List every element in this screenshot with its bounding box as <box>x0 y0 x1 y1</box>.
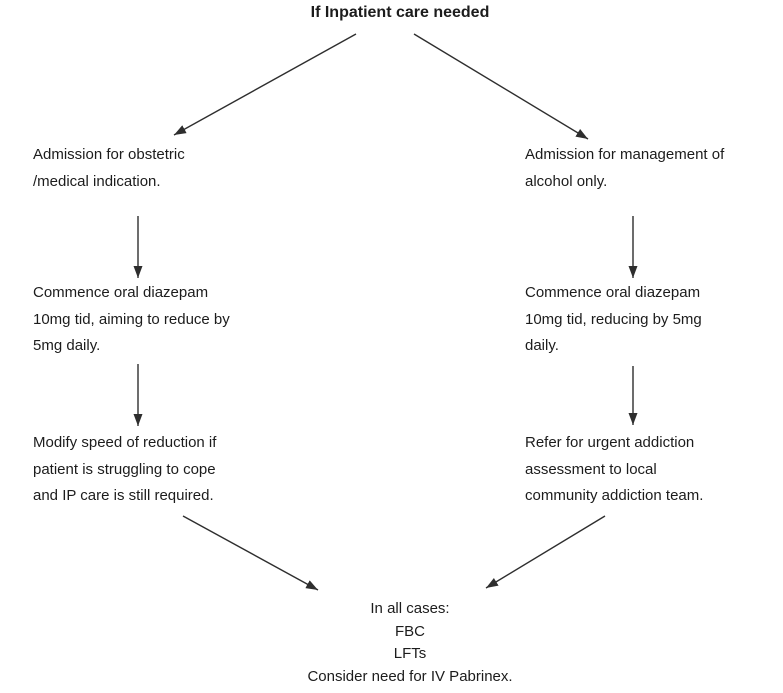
node-admission-alcohol: Admission for management of alcohol only… <box>525 142 724 195</box>
flowchart-title: If Inpatient care needed <box>310 4 490 21</box>
node-diazepam-obstetric: Commence oral diazepam 10mg tid, aiming … <box>33 280 230 360</box>
node-text-line: FBC <box>395 622 425 640</box>
node-text-line: Consider need for IV Pabrinex. <box>307 667 513 685</box>
node-text-line: community addiction team. <box>525 487 704 504</box>
arrow-title-to-obstetric <box>173 33 357 136</box>
node-text-line: Modify speed of reduction if <box>33 434 217 451</box>
node-modify-speed: Modify speed of reduction if patient is … <box>33 430 216 510</box>
node-text-line: alcohol only. <box>525 172 608 190</box>
node-diazepam-alcohol: Commence oral diazepam 10mg tid, reducin… <box>525 280 702 360</box>
node-admission-obstetric: Admission for obstetric /medical indicat… <box>33 142 185 195</box>
node-text-line: and IP care is still required. <box>33 487 214 504</box>
node-text-line: Admission for obstetric <box>33 146 185 163</box>
node-text-line: 10mg tid, reducing by 5mg <box>525 310 702 328</box>
arrow-refer-to-final <box>485 515 606 589</box>
node-text-line: 10mg tid, aiming to reduce by <box>33 310 230 328</box>
node-text-line: Commence oral diazepam <box>33 284 209 301</box>
node-refer-addiction: Refer for urgent addiction assessment to… <box>525 430 703 510</box>
node-text-line: Commence oral diazepam <box>525 284 701 301</box>
node-text-line: Admission for management of <box>525 146 725 163</box>
node-text-line: patient is struggling to cope <box>33 460 216 478</box>
node-in-all-cases: In all cases: FBC LFTs Consider need for… <box>307 598 512 688</box>
node-text-line: Refer for urgent addiction <box>525 434 695 451</box>
node-text-line: In all cases: <box>370 600 450 617</box>
node-text-line: 5mg daily. <box>33 337 101 354</box>
node-text-line: daily. <box>525 337 559 354</box>
node-text-line: assessment to local <box>525 460 657 478</box>
arrow-modify-to-final <box>182 515 319 591</box>
arrow-title-to-alcohol <box>413 33 589 140</box>
node-text-line: LFTs <box>393 645 427 662</box>
node-text-line: /medical indication. <box>33 172 161 190</box>
